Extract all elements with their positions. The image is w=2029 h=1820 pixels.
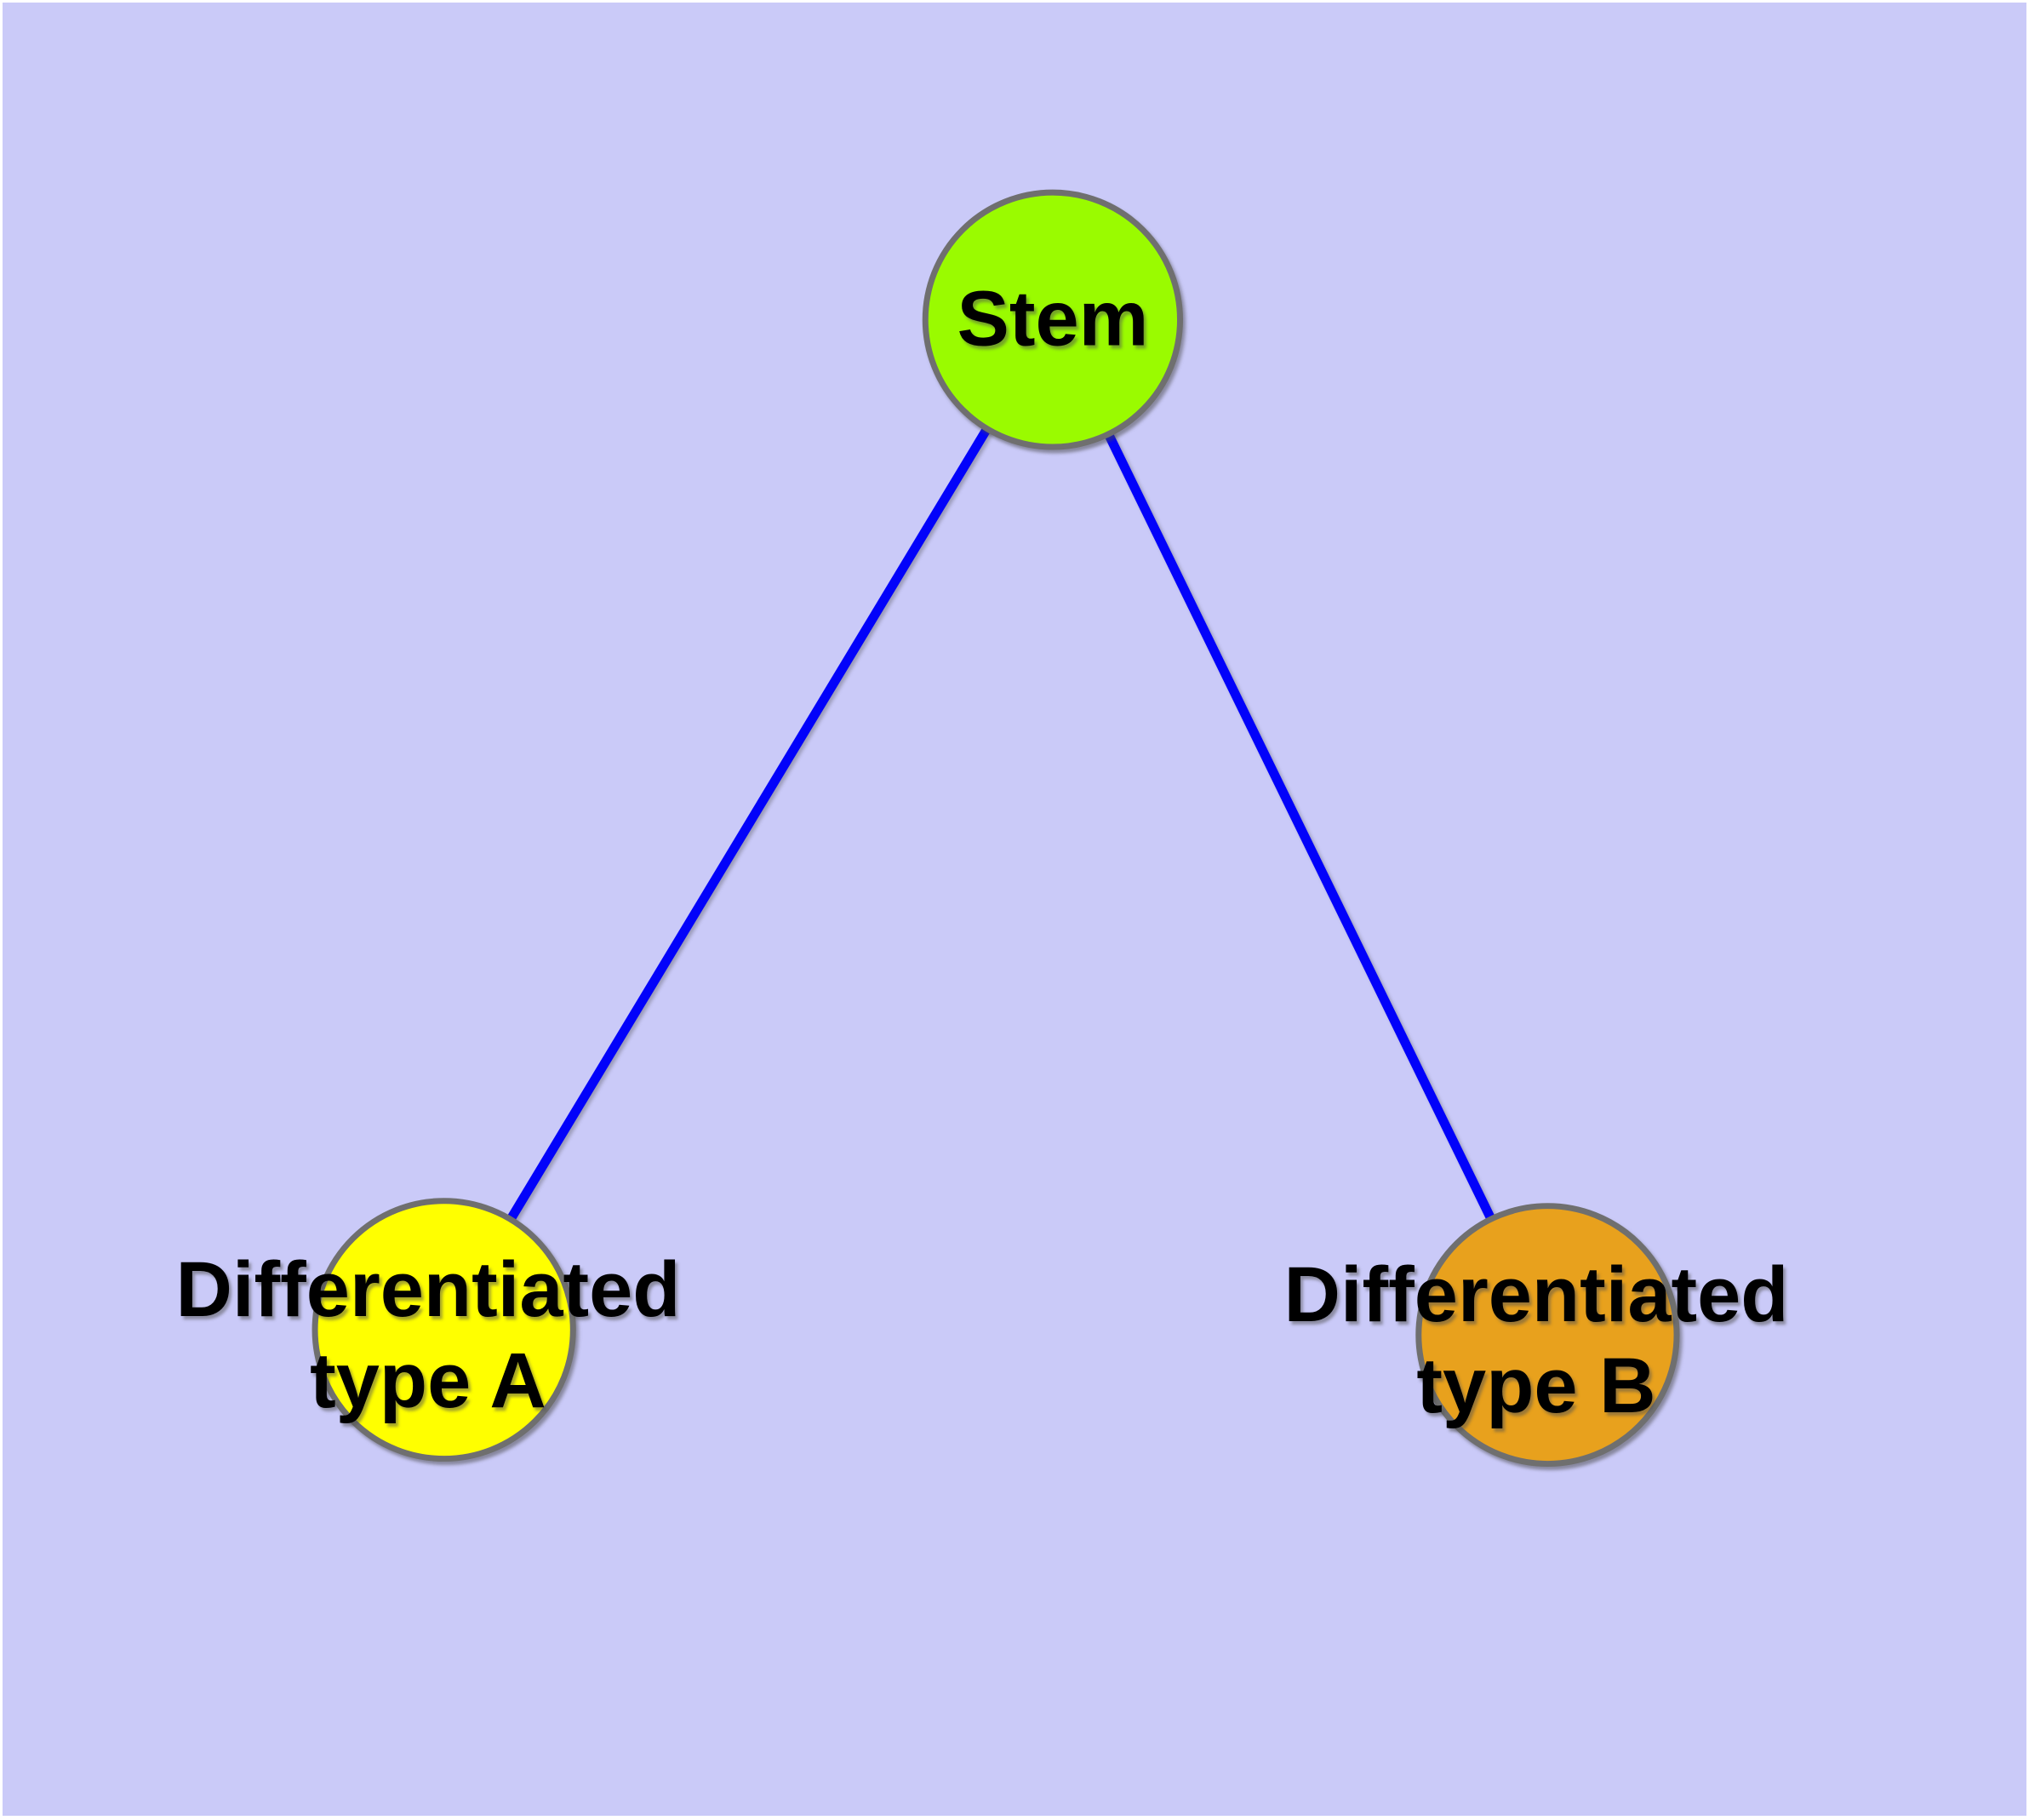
graph-svg xyxy=(311,189,1680,1468)
node-differentiated-type-b[interactable] xyxy=(1415,1203,1680,1468)
edge-stem-to-type-b xyxy=(1048,318,1552,1337)
node-stem[interactable] xyxy=(922,189,1184,450)
node-differentiated-type-a[interactable] xyxy=(311,1198,576,1462)
edge-stem-to-type-a xyxy=(439,317,1057,1332)
plot-canvas: Stem Differentiated type A Differentiate… xyxy=(3,3,2026,1816)
